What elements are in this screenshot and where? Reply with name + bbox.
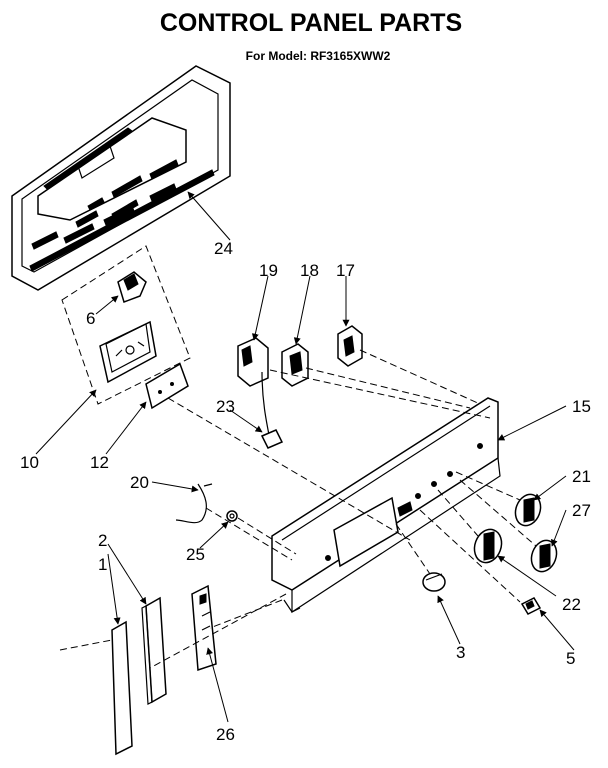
- callout-10: 10: [20, 453, 39, 472]
- callout-20: 20: [130, 473, 149, 492]
- part-3-knob: [422, 572, 446, 592]
- callout-18: 18: [300, 261, 319, 280]
- callout-24: 24: [214, 239, 233, 258]
- model-subtitle: For Model: RF3165XWW2: [246, 49, 391, 63]
- callout-25: 25: [186, 545, 205, 564]
- callout-6: 6: [86, 309, 95, 328]
- callout-12: 12: [90, 453, 109, 472]
- part-18-switch: [281, 343, 309, 387]
- callout-26: 26: [216, 725, 235, 744]
- page-title: CONTROL PANEL PARTS: [160, 9, 462, 37]
- callout-labels: 24 19 18 17 6 10 12 23 15 21 27 22 5 3 2…: [20, 239, 591, 744]
- part-25-grommet: [226, 510, 238, 522]
- part-12-plate: [145, 362, 189, 410]
- part-1-end-trim: [111, 620, 133, 756]
- part-6-clip: [117, 271, 147, 303]
- part-20-harness: [175, 483, 213, 524]
- callout-23: 23: [216, 397, 235, 416]
- part-24-rear-panel: [11, 65, 231, 291]
- callout-3: 3: [456, 643, 465, 662]
- part-10-clock-group: [61, 245, 191, 405]
- callout-15: 15: [572, 397, 591, 416]
- part-22-knob: [473, 528, 503, 564]
- part-21-knob: [514, 493, 542, 527]
- part-15-console: [271, 397, 501, 614]
- part-23-wire: [260, 371, 284, 449]
- callout-19: 19: [259, 261, 278, 280]
- part-5-switch: [520, 597, 542, 615]
- callout-1: 1: [98, 555, 107, 574]
- callout-5: 5: [566, 649, 575, 668]
- callout-2: 2: [98, 531, 107, 550]
- callout-27: 27: [572, 501, 591, 520]
- part-26-bracket: [191, 584, 217, 672]
- callout-22: 22: [562, 595, 581, 614]
- part-27-knob: [530, 539, 558, 573]
- assembly-lines: [59, 349, 537, 669]
- part-19-switch: [237, 337, 269, 387]
- callout-17: 17: [336, 261, 355, 280]
- leader-arrows: [35, 191, 575, 723]
- part-17-switch: [337, 325, 363, 367]
- callout-21: 21: [572, 467, 591, 486]
- part-2-side-panel: [141, 596, 167, 705]
